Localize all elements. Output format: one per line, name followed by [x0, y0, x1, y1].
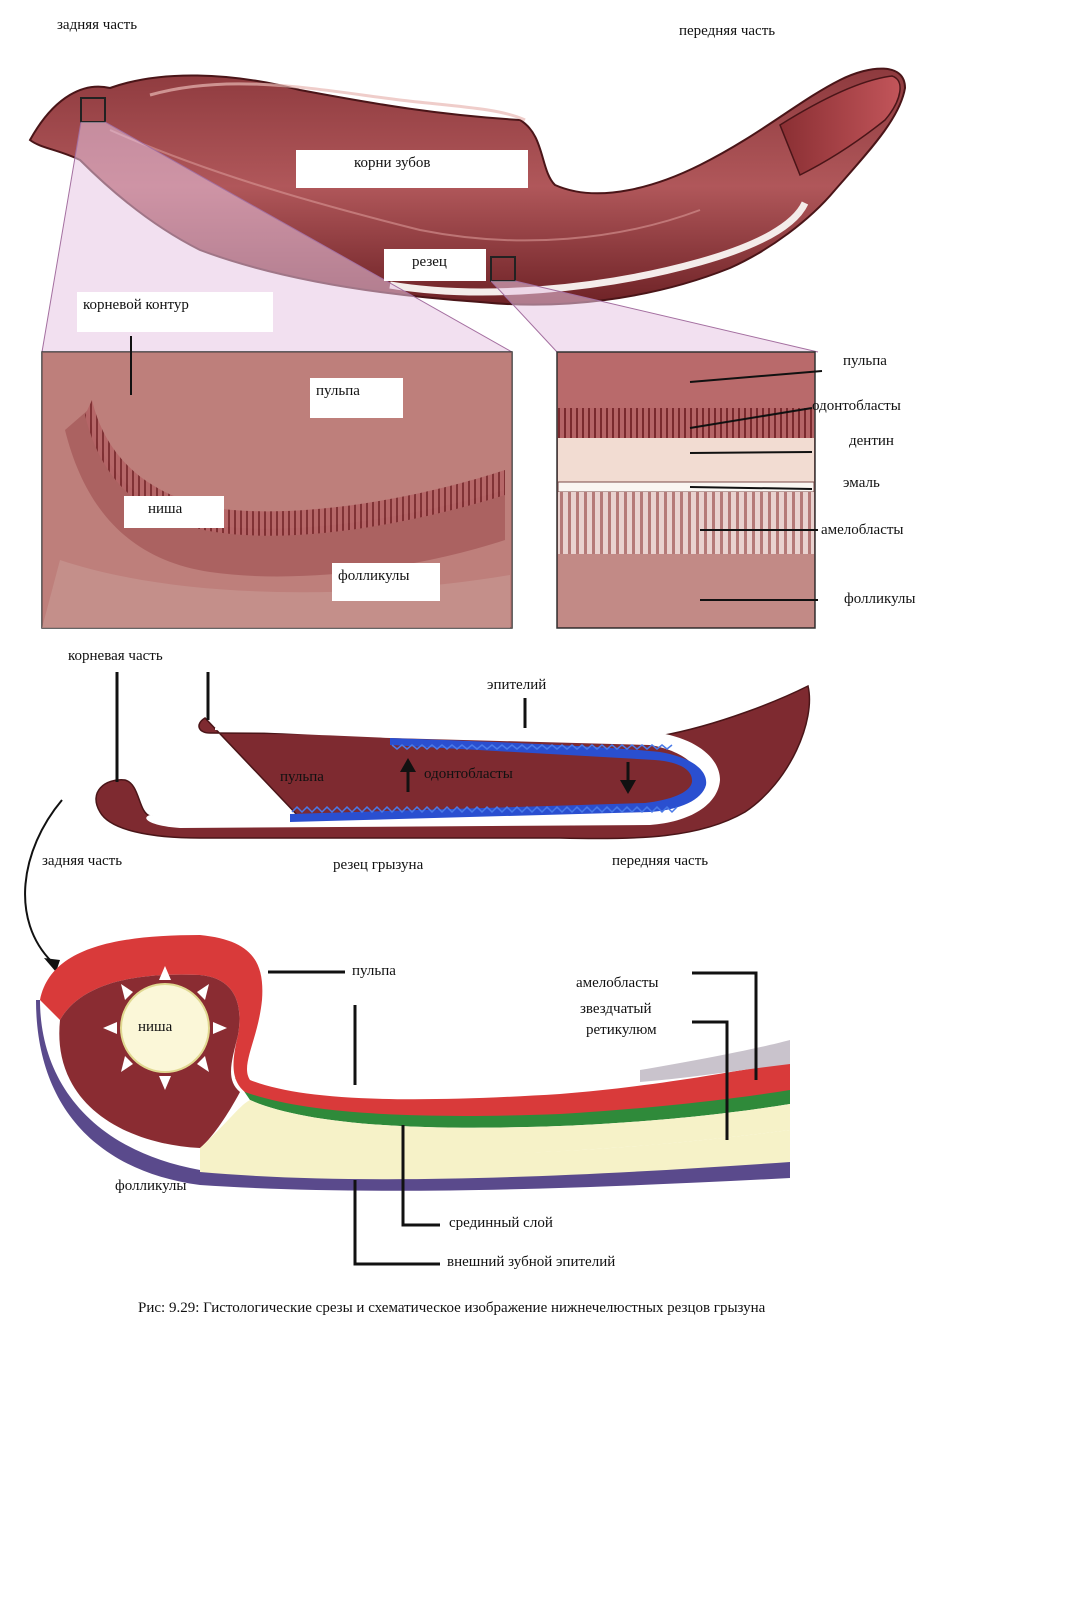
right-enamel-label: эмаль — [843, 475, 880, 491]
green-intermediate-layer — [235, 1078, 790, 1128]
zoom-curved-arrow — [24, 799, 63, 963]
pulp-layer — [558, 353, 814, 408]
incisor-scheme-pointers — [115, 672, 527, 782]
odontoblast-zigzag — [391, 744, 673, 750]
odontoblast-arrow-up — [400, 758, 416, 792]
incisor-label: резец — [384, 249, 486, 281]
left-pulp-label: пульпа — [310, 378, 403, 418]
loop-scheme-pointers — [268, 970, 758, 1266]
incisor-tip — [779, 75, 901, 177]
zoom-arrowhead — [44, 958, 60, 972]
right-inset — [556, 351, 816, 629]
niche-circle — [120, 983, 210, 1073]
loop-follicles-label: фолликулы — [115, 1178, 187, 1194]
odontoblast-zigzag-lower — [291, 805, 678, 814]
root-contour-label: корневой контур — [77, 292, 273, 332]
loop-stellate-reticulum-line2: ретикулюм — [586, 1022, 657, 1038]
right-cone-edge-1 — [490, 280, 558, 353]
follicle-layer — [558, 554, 814, 627]
cream-inner-fill — [200, 1100, 790, 1156]
loop-scheme — [36, 935, 790, 1191]
loop-ameloblasts-label: амелобласты — [576, 975, 659, 991]
odontoblast-layer — [558, 408, 814, 438]
loop-pulp-label: пульпа — [352, 963, 396, 979]
enamel-band — [290, 738, 707, 822]
dentin-layer — [558, 438, 814, 482]
incisor-white-band — [389, 201, 809, 296]
root-contour-stripes — [85, 400, 505, 536]
intermediate-layer-label: срединный слой — [449, 1215, 553, 1231]
red-ameloblast-layer — [40, 935, 790, 1116]
scheme-odontoblasts-label: одонтобласты — [424, 766, 513, 782]
incisor-outer-shape — [95, 684, 811, 840]
jaw-front-label: передняя часть — [679, 23, 776, 39]
right-odontoblasts-label: одонтобласты — [812, 398, 901, 414]
root-part-label: корневая часть — [68, 648, 163, 664]
right-inset-pointers — [689, 370, 823, 601]
loop-niche-label: ниша — [138, 1019, 173, 1035]
jaw-inner-texture — [109, 129, 701, 242]
left-cone-edge-2 — [104, 121, 513, 353]
jaw-upper-ridge — [149, 82, 526, 122]
right-ameloblasts-label: амелобласты — [821, 522, 904, 538]
root-contour-band — [65, 410, 505, 577]
right-follicles-label: фолликулы — [844, 591, 916, 607]
rodent-incisor-label: резец грызуна — [333, 857, 424, 873]
outer-epithelium-layer — [36, 1000, 790, 1191]
ameloblast-layer — [558, 492, 814, 554]
figure-caption: Рис: 9.29: Гистологические срезы и схема… — [138, 1300, 766, 1316]
jaw-back-label: задняя часть — [57, 17, 138, 33]
right-dentin-label: дентин — [849, 433, 894, 449]
left-follicles-label: фолликулы — [332, 563, 440, 601]
follicle-band — [42, 560, 510, 628]
stellate-reticulum-top — [640, 1040, 790, 1082]
incisor-pulp-cavity — [146, 728, 720, 828]
odontoblast-arrow-down — [620, 762, 636, 794]
right-magnification-cone — [491, 281, 818, 352]
right-cone-edge-2 — [514, 280, 819, 353]
niche-label: ниша — [124, 496, 224, 528]
loop-stellate-reticulum-line1: звездчатый — [580, 1001, 652, 1017]
scheme-pulp-label: пульпа — [280, 769, 324, 785]
enamel-layer — [557, 481, 815, 493]
incisor-scheme — [95, 684, 811, 840]
cream-dentin-layer — [200, 1130, 790, 1180]
scheme-front-label: передняя часть — [612, 853, 709, 869]
niche-rays — [103, 966, 227, 1090]
left-cone-edge-1 — [41, 121, 82, 353]
tooth-roots-label: корни зубов — [296, 150, 528, 188]
scheme-back-label: задняя часть — [42, 853, 123, 869]
right-pulp-label: пульпа — [843, 353, 887, 369]
epithelium-label: эпителий — [487, 677, 547, 693]
left-inset — [41, 351, 513, 629]
outer-enamel-epithelium-label: внешний зубной эпителий — [447, 1254, 616, 1270]
